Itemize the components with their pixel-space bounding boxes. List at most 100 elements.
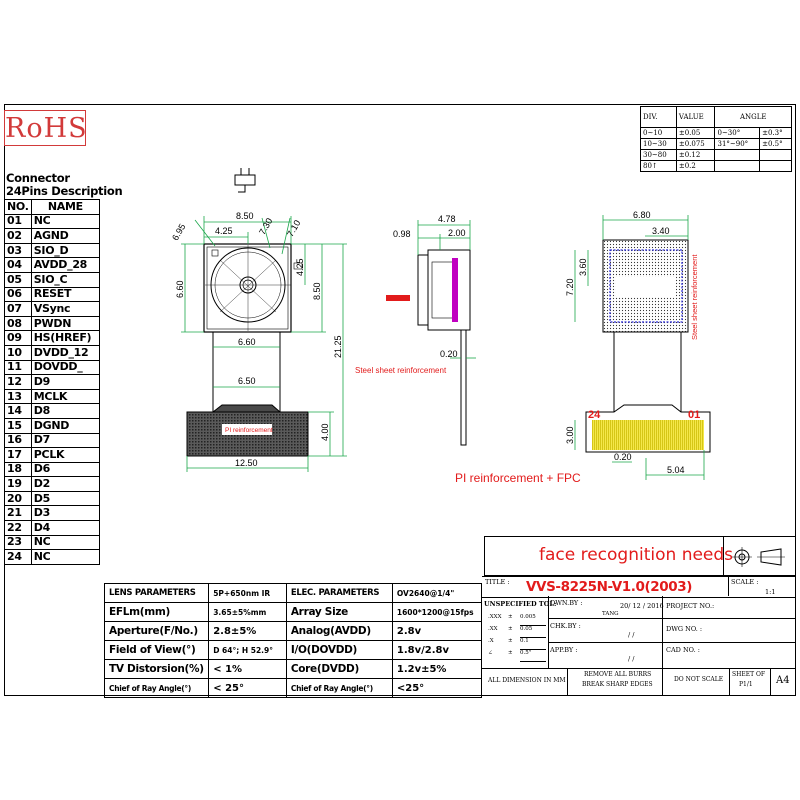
tb-tol-cell: 0.1: [520, 638, 546, 650]
param-l1: EFLm(mm): [103, 602, 210, 622]
param-l2: ELEC. PARAMETERS: [285, 583, 393, 603]
dim-pad-width: 12.50: [235, 458, 258, 468]
tol-cell: ±0.05: [675, 127, 716, 139]
param-v1: 2.8±5%: [208, 621, 287, 641]
connector-title-line2: 24Pins Description: [6, 184, 123, 198]
app-date: / /: [628, 655, 635, 663]
side-label: Steel sheet reinforcement: [355, 366, 447, 375]
param-l2: I/O(DOVDD): [285, 640, 393, 660]
param-l1: Field of View(°): [103, 640, 210, 660]
tol-header-value: VALUE: [675, 106, 716, 128]
back-pin-last: 01: [688, 409, 700, 421]
tb-tol-cell: 0.05: [520, 626, 546, 638]
tb-tol-cell: ±: [508, 614, 513, 620]
tb-tol-cell: .X: [488, 638, 494, 644]
param-l2: Core(DVDD): [285, 659, 393, 679]
pin-name: AGND: [30, 228, 101, 244]
connector-title: Connector 24Pins Description: [6, 171, 123, 198]
dim-half-width: 4.25: [215, 226, 233, 236]
back-dim-half: 3.40: [652, 226, 670, 236]
dwn-date: 20/ 12 / 2016: [620, 602, 664, 610]
projection-symbol-icon: [732, 547, 785, 567]
pin-name: PCLK: [30, 447, 101, 463]
tol-cell: 0~30°: [714, 127, 761, 139]
tb-tol-cell: ∠: [488, 650, 493, 656]
scale-label: SCALE :: [731, 578, 759, 586]
drawing-views: PI reinforcement: [170, 168, 711, 485]
pin-number: 07: [4, 301, 32, 317]
param-v1: 5P+650nm IR: [208, 583, 287, 603]
side-dim-thickness: 0.20: [440, 349, 458, 359]
tb-tol-row: ∠±0.5°: [488, 650, 546, 662]
sheet-label: SHEET OF: [732, 671, 766, 678]
pin-number: 12: [4, 374, 32, 390]
back-view: 6.80 3.40 3.60 7.20 3.00 0.20 5.04 Steel…: [565, 210, 711, 480]
pin-number: 17: [4, 447, 32, 463]
param-l2: Analog(AVDD): [285, 621, 393, 641]
pin-name: VSync: [30, 301, 101, 317]
remove-burrs: REMOVE ALL BURRS: [584, 671, 652, 678]
front-dimension-lines: [181, 216, 347, 472]
dim-lens-dia2: 7.10: [285, 218, 302, 238]
side-dim-top: 4.78: [438, 214, 456, 224]
dwn-label: DWN.BY :: [550, 599, 583, 607]
param-v2: 1.2v±5%: [391, 659, 483, 679]
tb-tol-cell: 0.005: [520, 614, 546, 626]
pin-name: DOVDD_: [30, 359, 101, 376]
tb-tol-cell: ±: [508, 650, 513, 656]
dim-hole-dia: 6.95: [170, 222, 187, 242]
app-label: APP.BY :: [550, 646, 578, 654]
pin-number: 01: [4, 213, 32, 230]
param-v2: <25°: [391, 678, 483, 698]
pin-number: 06: [4, 286, 32, 303]
front-view: PI reinforcement: [186, 243, 309, 457]
param-l2: Chief of Ray Angle(°): [285, 678, 393, 698]
pin-name: NC: [30, 549, 101, 565]
pin-number: 22: [4, 520, 32, 536]
param-row: Chief of Ray Angle(°)< 25°Chief of Ray A…: [103, 678, 483, 698]
side-dim-left: 0.98: [393, 229, 411, 239]
tol-header-div: DIV.: [640, 106, 677, 128]
back-dim-h2: 7.20: [565, 278, 575, 296]
param-v1: < 1%: [208, 659, 287, 679]
pin-name: D4: [30, 520, 101, 536]
param-l1: TV Distorsion(%): [103, 659, 210, 679]
param-l1: Chief of Ray Angle(°): [103, 678, 210, 698]
pin-number: 14: [4, 403, 32, 419]
tb-tol-row: .X±0.1: [488, 638, 546, 650]
pin-number: 09: [4, 330, 32, 346]
pin-name: AVDD_28: [30, 257, 101, 273]
face-recognition-label: face recognition needs: [539, 545, 734, 565]
back-label: Steel sheet reinforcement: [690, 254, 699, 340]
back-dim-pad-w: 5.04: [667, 465, 685, 475]
pin-name: DVDD_12: [30, 344, 101, 361]
face-box: face recognition needs: [484, 536, 796, 576]
connector-title-line1: Connector: [6, 171, 70, 185]
tb-tol-row: .XX±0.05: [488, 626, 546, 638]
pin-name: NC: [30, 213, 101, 230]
tol-cell: ±0.3°: [759, 127, 792, 139]
param-l1: LENS PARAMETERS: [103, 583, 210, 603]
back-pin-first: 24: [588, 409, 601, 421]
pin-number: 19: [4, 476, 32, 492]
back-dim-pitch: 0.20: [614, 452, 632, 462]
tol-cell: 80↑: [640, 160, 677, 172]
dim-right-mid: 8.50: [312, 282, 322, 300]
pin-header-no: NO.: [4, 199, 32, 215]
pin-name: D8: [30, 403, 101, 419]
